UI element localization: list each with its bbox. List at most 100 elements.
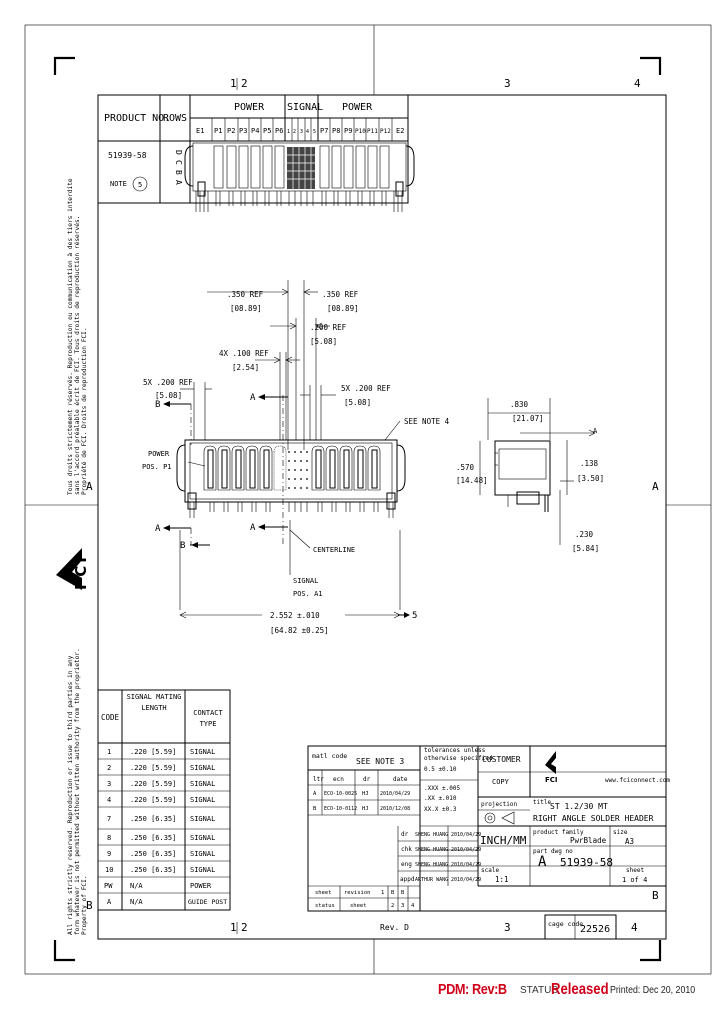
pin-layout-table: PRODUCT NO. ROWS POWER SIGNAL POWER E1 P… <box>97 94 415 212</box>
sheet-label: sheet <box>626 867 644 874</box>
zone-bottom-4: 4 <box>631 921 638 934</box>
dim-ref-right: .350 REF <box>322 290 359 299</box>
svg-text:SHENG HUANG: SHENG HUANG <box>415 847 448 853</box>
sheet-outer-border <box>24 24 712 975</box>
sheet-revision-strip: sheet status revision sheet 1 B B 2 3 4 <box>308 885 420 911</box>
fci-logo: FCI <box>56 548 90 590</box>
revision-history-table: ltr ecn dr date A ECO-10-0025 HJ 2010/04… <box>308 770 420 816</box>
rows-header: ROWS <box>163 113 187 124</box>
signal-position-callout: POS. A1 <box>293 590 323 598</box>
svg-text:10: 10 <box>105 866 113 874</box>
svg-text:SHENG HUANG: SHENG HUANG <box>415 832 448 838</box>
svg-text:3: 3 <box>300 129 303 135</box>
svg-text:P6: P6 <box>275 127 283 135</box>
zone-top-3: 3 <box>504 77 511 90</box>
svg-text:3: 3 <box>401 903 404 909</box>
svg-text:1: 1 <box>107 748 111 756</box>
zone-left-a: A <box>86 480 93 493</box>
overall-length: 2.552 ±.010 <box>270 611 320 620</box>
svg-text:Property of FCI.: Property of FCI. <box>81 875 88 935</box>
svg-text:SIGNAL: SIGNAL <box>190 748 215 756</box>
svg-text:status: status <box>315 903 335 909</box>
tolerance-2pl: .XX ±.010 <box>424 795 457 802</box>
svg-text:SIGNAL: SIGNAL <box>190 866 215 874</box>
zone-bottom-2: 2 <box>241 921 248 934</box>
company-website: www.fciconnect.com <box>605 777 670 784</box>
zone-top-1: 1 <box>230 77 237 90</box>
svg-text:SIGNAL: SIGNAL <box>190 834 215 842</box>
svg-text:sans l'accord préalable écrit: sans l'accord préalable écrit de FCI. To… <box>73 216 81 495</box>
svg-text:SIGNAL: SIGNAL <box>190 796 215 804</box>
svg-text:eng: eng <box>401 861 412 868</box>
svg-text:Propriété de FCI. Droits de re: Propriété de FCI. Droits de reproduction… <box>80 327 88 495</box>
svg-text:2010/04/29: 2010/04/29 <box>451 877 481 883</box>
status-label: STATUS <box>520 985 558 996</box>
copy-label: COPY <box>492 778 510 786</box>
row-letters: D C B A <box>174 150 183 185</box>
tolerance-line4: XX.X ±0.3 <box>424 806 457 813</box>
projection-label: projection <box>481 801 518 808</box>
svg-text:SIGNAL: SIGNAL <box>190 815 215 823</box>
svg-text:ARTHUR WANG: ARTHUR WANG <box>415 877 448 883</box>
svg-text:form whatever is not permitted: form whatever is not permitted without w… <box>74 648 81 935</box>
pdm-status-footer: PDM: Rev:B STATUS Released Printed: Dec … <box>430 981 720 1005</box>
svg-text:2010/12/08: 2010/12/08 <box>380 806 410 812</box>
svg-text:A: A <box>155 524 161 534</box>
centerline-label: CENTERLINE <box>313 546 355 554</box>
dim-pitch-left-mm: [5.08] <box>155 391 182 400</box>
product-family-value: PwrBlade <box>570 836 607 845</box>
code-table-rows: 1.220 [5.59]SIGNAL 2.220 [5.59]SIGNAL 3.… <box>104 748 227 906</box>
svg-text:GUIDE POST: GUIDE POST <box>188 898 227 906</box>
svg-text:FCI: FCI <box>72 554 90 590</box>
dim-ref-left-mm: [08.89] <box>230 304 262 313</box>
svg-text:SIGNAL: SIGNAL <box>190 850 215 858</box>
svg-text:date: date <box>393 776 408 783</box>
projection-symbol-icon <box>484 811 515 825</box>
company-name: FCI <box>545 776 558 784</box>
tolerances-line2: otherwise specified <box>424 755 493 762</box>
svg-text:E2: E2 <box>396 127 404 135</box>
svg-text:ECO-10-0025: ECO-10-0025 <box>324 791 357 797</box>
side-section-letter: A <box>593 427 598 435</box>
svg-text:9: 9 <box>107 850 111 858</box>
svg-text:2010/04/29: 2010/04/29 <box>451 847 481 853</box>
zone-bottom-3: 3 <box>504 921 511 934</box>
svg-text:8: 8 <box>107 834 111 842</box>
dim-pitch-center: .200 REF <box>310 323 347 332</box>
scale-value: 1:1 <box>495 875 509 884</box>
svg-text:3: 3 <box>107 780 111 788</box>
svg-text:A: A <box>174 180 183 185</box>
svg-text:dr: dr <box>363 776 371 783</box>
dim-pitch-right: 5X .200 REF <box>341 384 391 393</box>
zone-top-2: 2 <box>241 77 248 90</box>
svg-text:All rights strictly reserved.: All rights strictly reserved. Reproducti… <box>67 655 74 935</box>
front-view: .350 REF [08.89] .350 REF [08.89] .200 R… <box>142 280 450 635</box>
svg-text:.220 [5.59]: .220 [5.59] <box>130 764 176 772</box>
svg-text:SIGNAL: SIGNAL <box>190 780 215 788</box>
connector-top-view-thumbnail <box>184 142 415 212</box>
svg-text:A: A <box>250 393 256 403</box>
svg-text:P2: P2 <box>227 127 235 135</box>
tolerance-angle: 0.5 ±0.10 <box>424 766 457 773</box>
dim-pitch-left: 5X .200 REF <box>143 378 193 387</box>
title-line1: ST 1.2/30 MT <box>550 802 608 811</box>
product-no-header: PRODUCT NO. <box>104 113 170 124</box>
svg-text:revision: revision <box>344 890 371 896</box>
svg-text:PW: PW <box>104 882 113 890</box>
svg-text:B: B <box>391 890 395 896</box>
tolerance-3pl: .XXX ±.005 <box>424 785 461 792</box>
power-group-header: POWER <box>234 102 265 113</box>
svg-text:SHENG HUANG: SHENG HUANG <box>415 862 448 868</box>
zone-top-4: 4 <box>634 77 641 90</box>
svg-text:.250 [6.35]: .250 [6.35] <box>130 850 176 858</box>
dim-side-width: .830 <box>510 400 529 409</box>
svg-text:N/A: N/A <box>130 898 143 906</box>
dim-side-width-mm: [21.07] <box>512 414 544 423</box>
svg-text:.250 [6.35]: .250 [6.35] <box>130 866 176 874</box>
dim-side-height: .570 <box>456 463 475 472</box>
svg-text:A: A <box>250 523 256 533</box>
drawing-number: 51939-58 <box>560 856 613 869</box>
dim-pitch-signal-mm: [2.54] <box>232 363 259 372</box>
svg-text:P9: P9 <box>344 127 352 135</box>
